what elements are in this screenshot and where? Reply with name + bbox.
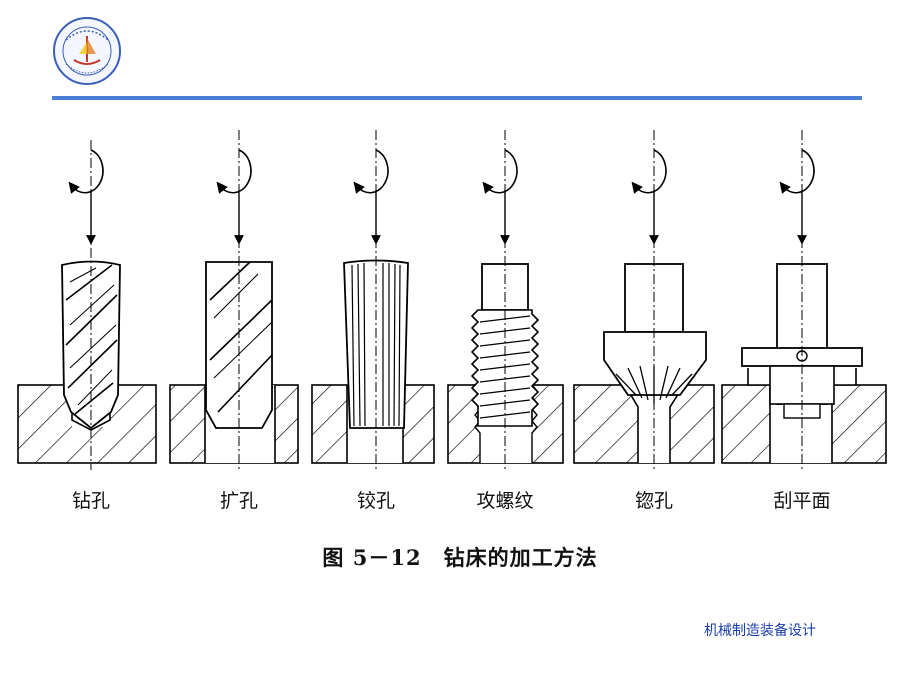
university-seal-icon xyxy=(53,17,121,85)
header-divider xyxy=(52,96,862,100)
label-core-drilling: 扩孔 xyxy=(219,490,258,512)
label-drilling: 钻孔 xyxy=(71,490,110,512)
op-countersinking xyxy=(573,130,715,470)
label-reaming: 铰孔 xyxy=(356,490,395,512)
op-tapping xyxy=(447,130,564,470)
label-countersinking: 锪孔 xyxy=(634,490,673,512)
op-drilling xyxy=(17,140,157,470)
drilling-operations-figure xyxy=(17,130,887,470)
label-tapping: 攻螺纹 xyxy=(476,490,534,512)
op-spot-facing xyxy=(721,130,887,470)
figure-caption: 图 5－12 钻床的加工方法 xyxy=(322,545,598,570)
op-reaming xyxy=(311,130,435,470)
op-core-drilling xyxy=(169,130,299,470)
course-title: 机械制造装备设计 xyxy=(704,623,816,639)
label-spot-facing: 刮平面 xyxy=(773,490,831,512)
